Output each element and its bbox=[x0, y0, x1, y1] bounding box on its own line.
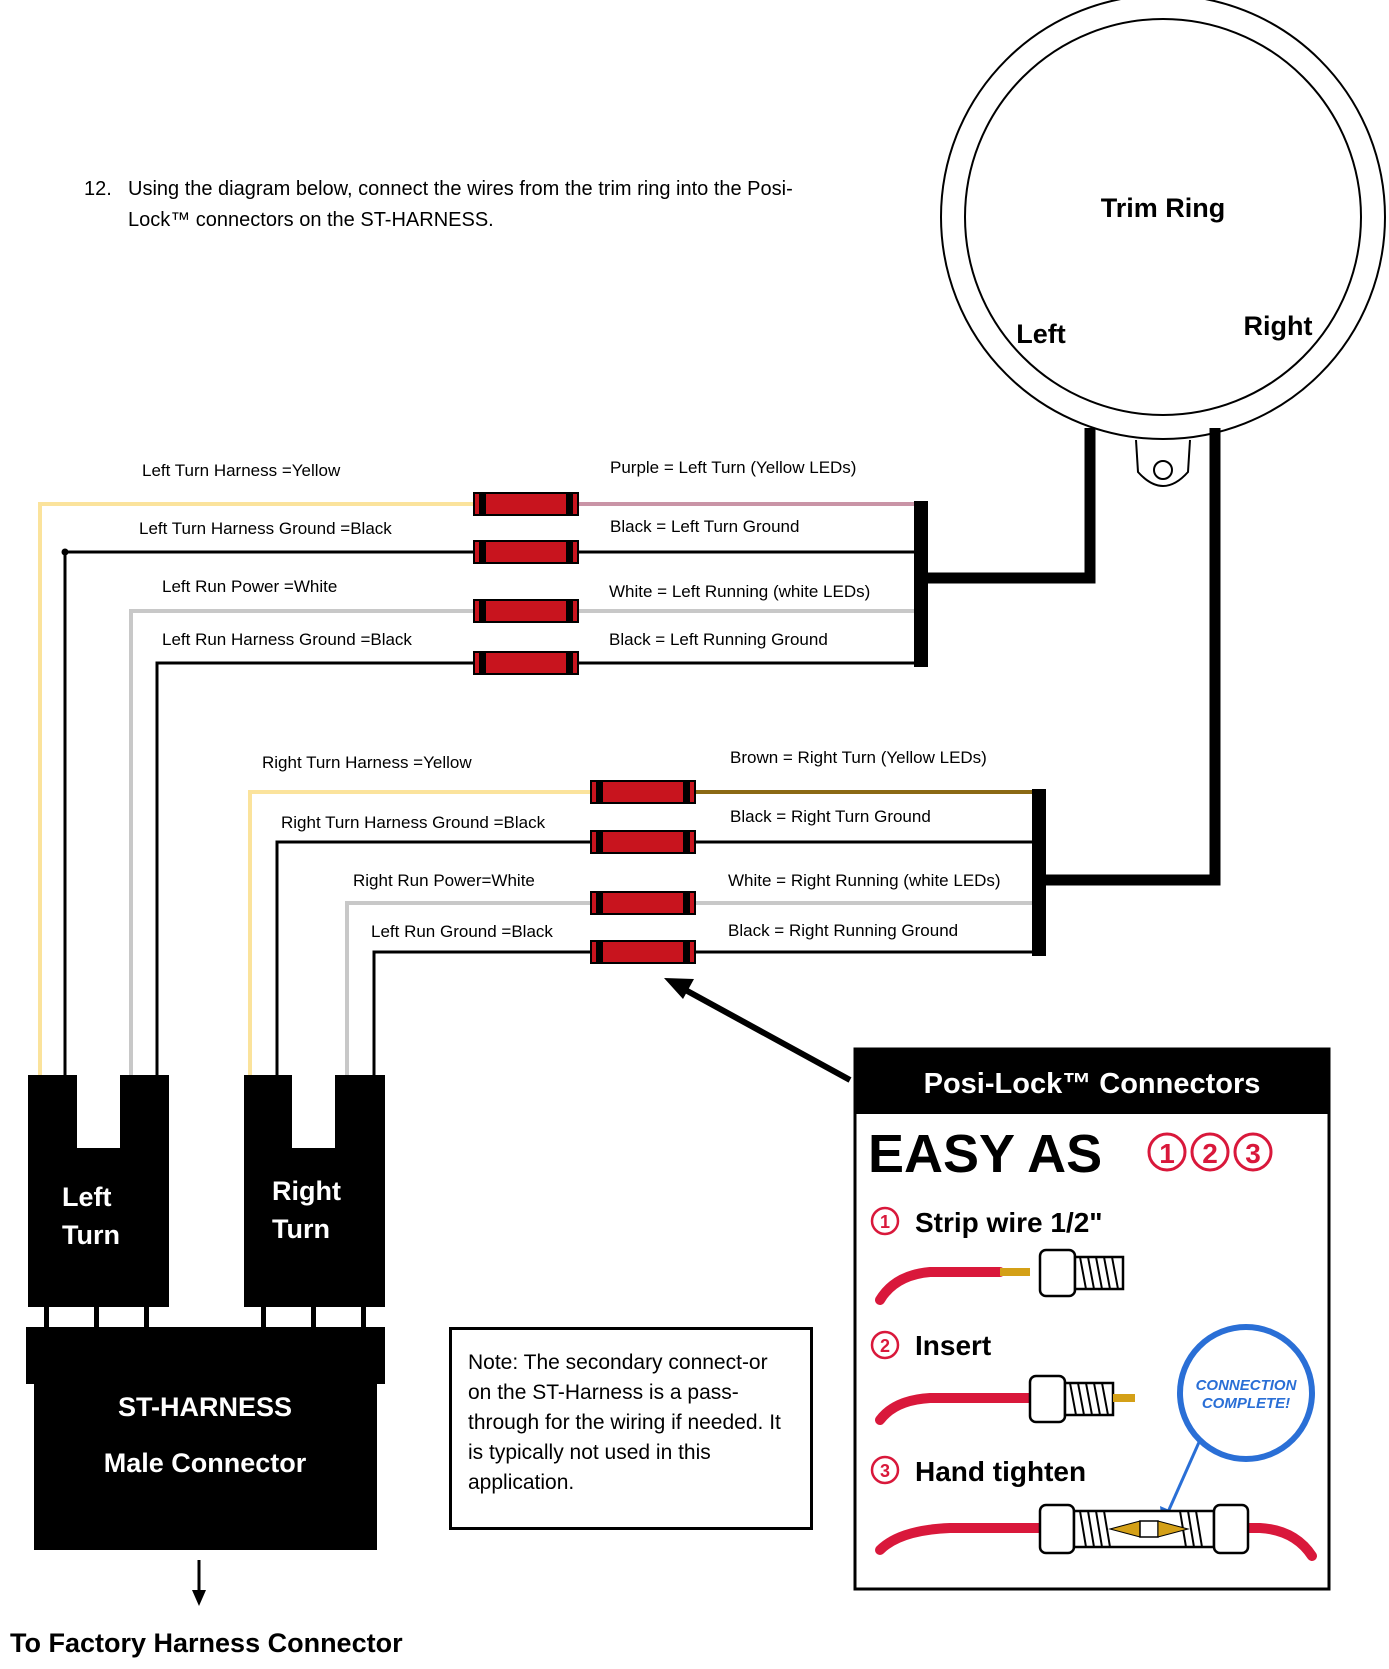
right-turn-yellow-wire bbox=[248, 790, 592, 1080]
step-1-icon bbox=[870, 1206, 900, 1236]
wire-label: Right Run Power=White bbox=[353, 871, 535, 890]
step-2-icon bbox=[870, 1330, 900, 1360]
posi-lock-connector bbox=[473, 599, 579, 623]
posi-lock-connector bbox=[473, 651, 579, 675]
wire-label: White = Right Running (white LEDs) bbox=[728, 871, 1001, 890]
wire-label: White = Left Running (white LEDs) bbox=[609, 582, 870, 601]
easy-as-text: EASY AS bbox=[868, 1124, 1102, 1184]
plug-pins bbox=[44, 1305, 366, 1330]
posi-lock-connector bbox=[473, 540, 579, 564]
left-wire-bundle bbox=[914, 501, 928, 667]
pointer-arrowhead bbox=[664, 978, 694, 999]
trim-ring: Trim Ring Left Right bbox=[940, 0, 1386, 487]
wire-label: Black = Right Turn Ground bbox=[730, 807, 931, 826]
svg-text:3: 3 bbox=[880, 1461, 890, 1481]
step-3-label: Hand tighten bbox=[915, 1456, 1086, 1487]
posi-lock-connector bbox=[590, 830, 696, 854]
instruction-number: 12. bbox=[84, 178, 112, 200]
left-run-ground-wire bbox=[155, 661, 475, 1075]
posi-lock-connector bbox=[473, 492, 579, 516]
wire-label: Brown = Right Turn (Yellow LEDs) bbox=[730, 748, 987, 767]
footer-label: To Factory Harness Connector bbox=[10, 1628, 403, 1658]
left-turn-yellow-wire bbox=[38, 502, 475, 1075]
trim-ring-right-label: Right bbox=[1244, 311, 1313, 341]
st-harness-connector: ST-HARNESS Male Connector bbox=[26, 1327, 385, 1550]
badge-line2: COMPLETE! bbox=[1202, 1395, 1290, 1412]
posi-lock-cap-icon bbox=[1028, 1374, 1115, 1424]
wire-label: Right Turn Harness Ground =Black bbox=[281, 813, 546, 832]
wire-label: Black = Left Turn Ground bbox=[610, 517, 799, 536]
right-turn-ground-wire bbox=[275, 840, 592, 1080]
right-plug-line1: Right bbox=[272, 1176, 341, 1206]
right-turn-plug: Right Turn bbox=[244, 1075, 385, 1307]
left-lead-cable bbox=[925, 428, 1096, 584]
wire-label: Black = Left Running Ground bbox=[609, 630, 828, 649]
svg-text:1: 1 bbox=[880, 1212, 890, 1232]
wire-illustration bbox=[875, 1267, 1005, 1305]
step-3-icon bbox=[870, 1455, 900, 1485]
svg-text:2: 2 bbox=[880, 1336, 890, 1356]
wire-label: Left Run Ground =Black bbox=[371, 922, 553, 941]
right-plug-line2: Turn bbox=[272, 1214, 330, 1244]
posi-lock-connector bbox=[590, 780, 696, 804]
wire-illustration bbox=[875, 1393, 1035, 1425]
instruction-text: Using the diagram below, connect the wir… bbox=[128, 178, 793, 231]
right-lead-cable bbox=[1040, 428, 1221, 886]
right-run-ground-wire bbox=[372, 950, 592, 1080]
posi-lock-cap-icon bbox=[1038, 1248, 1125, 1298]
trim-ring-left-label: Left bbox=[1016, 319, 1066, 349]
left-ring-labels: Purple = Left Turn (Yellow LEDs) Black =… bbox=[609, 458, 870, 649]
left-turn-plug: Left Turn bbox=[28, 1075, 169, 1307]
wire-label: Left Turn Harness =Yellow bbox=[142, 461, 341, 480]
harness-line1: ST-HARNESS bbox=[118, 1392, 292, 1422]
step-2-label: Insert bbox=[915, 1330, 991, 1361]
down-arrow-head bbox=[192, 1590, 206, 1606]
posi-lock-header: Posi-Lock™ Connectors bbox=[924, 1068, 1261, 1100]
right-wire-bundle bbox=[1032, 789, 1046, 956]
right-harness-labels: Right Turn Harness =Yellow Right Turn Ha… bbox=[262, 753, 553, 941]
svg-text:3: 3 bbox=[1245, 1138, 1261, 1169]
posi-lock-panel: Posi-Lock™ Connectors EASY AS 1 2 3 1 St… bbox=[853, 1047, 1331, 1591]
trim-ring-title: Trim Ring bbox=[1101, 193, 1226, 223]
posi-lock-assembled-icon bbox=[1038, 1503, 1250, 1555]
note-box: Note: The secondary connect-or on the ST… bbox=[449, 1327, 813, 1530]
wire-label: Left Turn Harness Ground =Black bbox=[139, 519, 392, 538]
wire-illustration bbox=[875, 1523, 1317, 1561]
left-harness-labels: Left Turn Harness =Yellow Left Turn Harn… bbox=[139, 461, 412, 649]
mounting-hole bbox=[1153, 460, 1173, 480]
numerals: 1 2 3 bbox=[1147, 1132, 1273, 1172]
right-ring-labels: Brown = Right Turn (Yellow LEDs) Black =… bbox=[728, 748, 1001, 940]
svg-text:1: 1 bbox=[1159, 1138, 1175, 1169]
wire-label: Left Run Harness Ground =Black bbox=[162, 630, 412, 649]
posi-lock-connector bbox=[590, 891, 696, 915]
harness-line2: Male Connector bbox=[104, 1448, 307, 1478]
left-plug-line1: Left bbox=[62, 1182, 112, 1212]
wire-label: Purple = Left Turn (Yellow LEDs) bbox=[610, 458, 856, 477]
left-run-white-wire bbox=[129, 609, 475, 1075]
stripped-copper bbox=[1000, 1268, 1030, 1276]
posi-lock-connector bbox=[590, 940, 696, 964]
pointer-arrow-line bbox=[678, 984, 852, 1083]
svg-text:2: 2 bbox=[1202, 1138, 1218, 1169]
wire-label: Right Turn Harness =Yellow bbox=[262, 753, 472, 772]
left-plug-line2: Turn bbox=[62, 1220, 120, 1250]
step-1-label: Strip wire 1/2" bbox=[915, 1207, 1103, 1238]
wire-label: Black = Right Running Ground bbox=[728, 921, 958, 940]
badge-line1: CONNECTION bbox=[1196, 1377, 1298, 1394]
right-run-white-wire bbox=[345, 901, 592, 1080]
wire-label: Left Run Power =White bbox=[162, 577, 337, 596]
stripped-copper bbox=[1113, 1394, 1135, 1402]
